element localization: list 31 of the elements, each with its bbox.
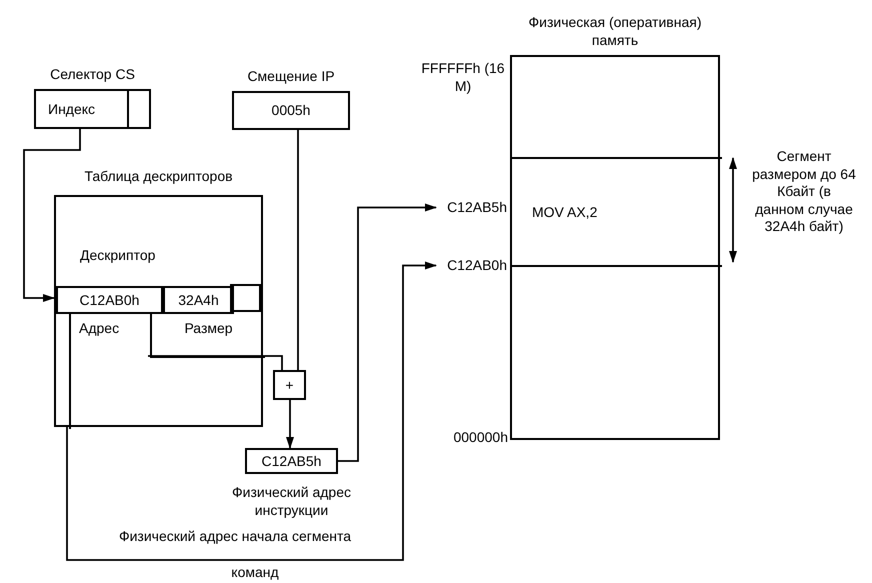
connector-arrow xyxy=(286,400,294,449)
node-text: Дескриптор xyxy=(80,246,156,265)
heading-text: Смещение IP xyxy=(247,68,335,85)
heading-text: Селектор CS xyxy=(50,66,135,83)
caption-text: команд xyxy=(230,564,280,582)
node-text: 32A4h xyxy=(178,290,219,310)
size-field xyxy=(150,314,265,358)
node-text: + xyxy=(285,376,294,394)
connector-arrow xyxy=(23,129,81,302)
node-text: Размер xyxy=(184,319,233,338)
address-text: 000000h xyxy=(452,429,508,446)
size-cell xyxy=(163,286,234,314)
node-text: 0005h xyxy=(272,101,310,120)
node-text: MOV AX,2 xyxy=(532,202,598,222)
code-segment-band xyxy=(512,157,722,267)
heading-text: Таблица дескрипторов xyxy=(84,168,233,185)
node-text: Адрес xyxy=(79,319,120,338)
address-text: FFFFFFh (16 M) xyxy=(420,60,506,95)
connector-arrow xyxy=(66,262,437,561)
address-text: C12AB5h xyxy=(447,198,507,217)
caption-text: Физический адрес начала сегмента xyxy=(118,528,352,546)
connector-arrow xyxy=(338,204,437,462)
adder-box xyxy=(273,370,306,400)
node-text: C12AB0h xyxy=(80,290,140,310)
heading-text: Физическая (оперативная) память xyxy=(528,14,702,49)
node-text: C12AB5h xyxy=(262,452,322,470)
caption-text: Физический адрес инструкции xyxy=(231,484,352,519)
node-text: Индекс xyxy=(48,100,96,119)
segment-size-note: Сегмент размером до 64 Кбайт (в данном случае 32A4h байт) xyxy=(752,148,856,236)
address-text: C12AB0h xyxy=(447,256,507,275)
address-cell xyxy=(56,286,163,314)
